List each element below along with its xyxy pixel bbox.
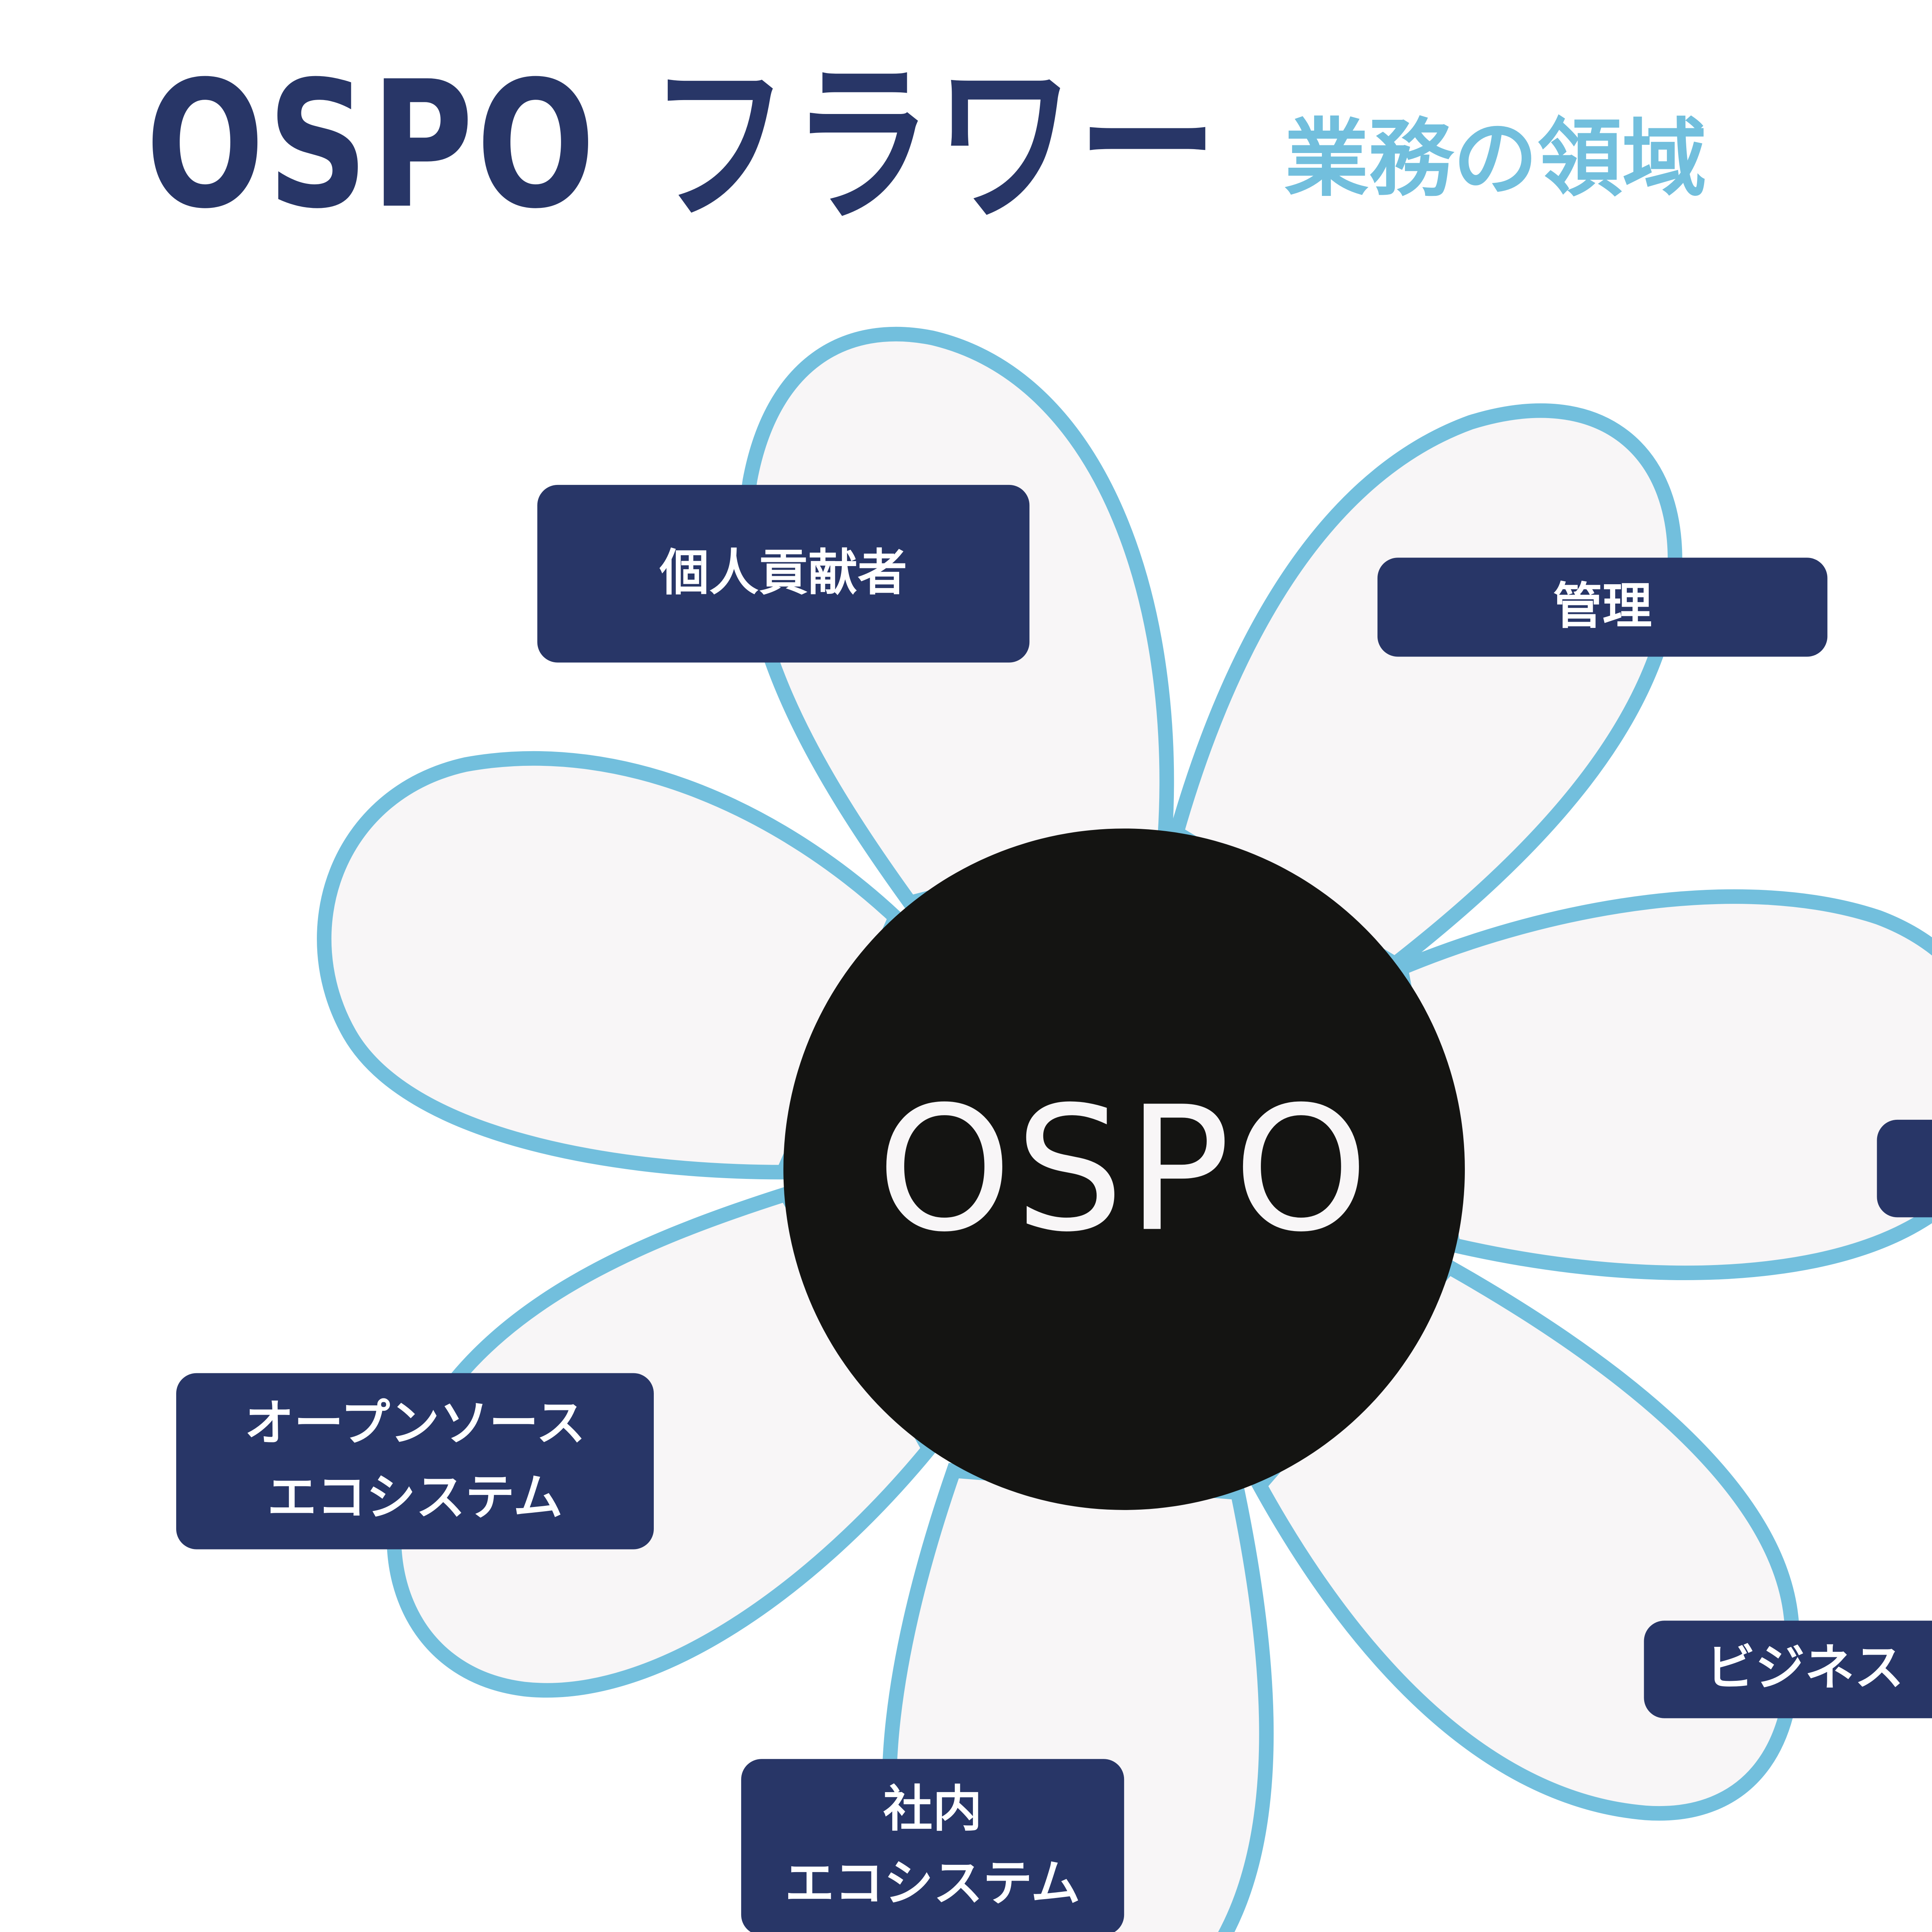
label-legal: 法務	[1877, 1119, 1932, 1218]
label-text: 個人貢献者	[660, 544, 907, 603]
label-text: 管理	[1553, 578, 1652, 636]
label-text-line1: 社内	[883, 1780, 982, 1838]
page-subtitle: 業務の領域	[1284, 109, 1707, 208]
petal-legal	[1392, 889, 1932, 1280]
label-individual-contributor: 個人貢献者	[537, 485, 1030, 663]
label-text: ビジネス	[1706, 1640, 1904, 1699]
label-internal-ecosystem: 社内 エコシステム	[741, 1759, 1124, 1932]
label-management: 管理	[1377, 558, 1828, 657]
petal-oss-ecosystem	[386, 1185, 938, 1698]
label-text-line2: エコシステム	[267, 1468, 563, 1527]
center-label: OSPO	[876, 1069, 1372, 1270]
label-oss-ecosystem: オープンソース エコシステム	[176, 1373, 654, 1549]
page-title: OSPO フラワー	[145, 44, 1221, 248]
petal-left	[317, 751, 905, 1180]
label-text-line2: エコシステム	[785, 1854, 1081, 1913]
ospo-center-circle	[783, 828, 1465, 1510]
petal-management	[1168, 403, 1682, 973]
label-text-line1: オープンソース	[244, 1394, 586, 1452]
label-business: ビジネス	[1644, 1621, 1932, 1718]
